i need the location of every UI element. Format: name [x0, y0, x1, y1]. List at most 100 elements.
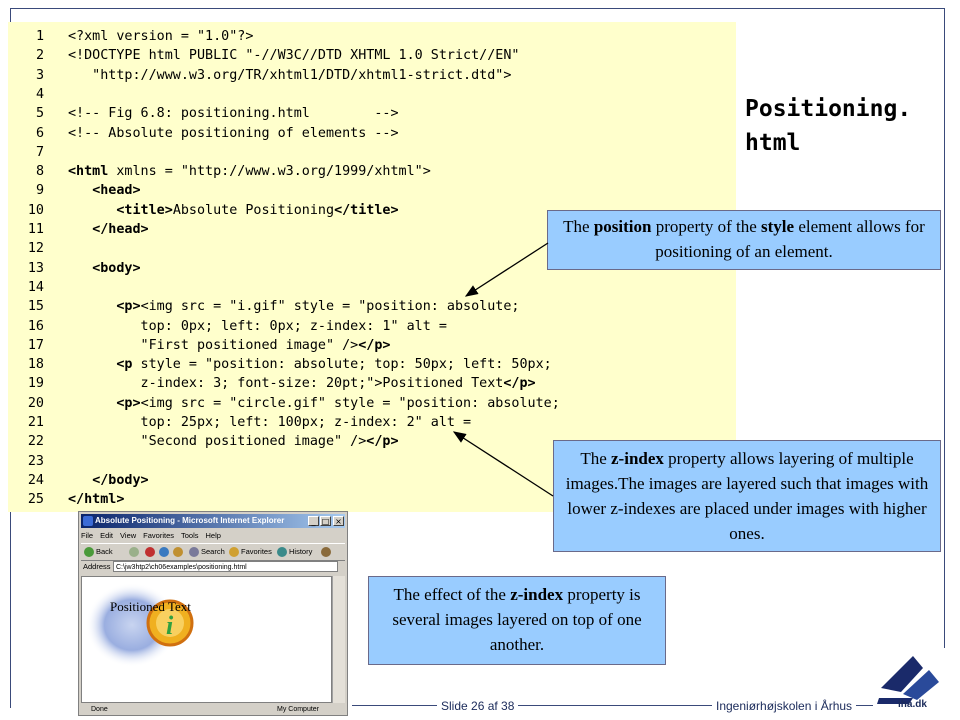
- menu-favorites[interactable]: Favorites: [143, 531, 174, 540]
- line-number: 5: [35, 106, 44, 122]
- home-icon: [173, 547, 183, 558]
- logo-text: iha.dk: [898, 699, 927, 710]
- code-text: <title>Absolute Positioning</title>: [116, 202, 399, 218]
- line-number: 15: [27, 299, 44, 315]
- code-text: <?xml version = "1.0"?>: [68, 29, 254, 44]
- browser-menu-bar: File Edit View Favorites Tools Help: [81, 530, 228, 542]
- mail-icon: [321, 547, 331, 558]
- line-number: 1: [35, 29, 44, 44]
- callout-text: The: [563, 217, 594, 236]
- mail-button[interactable]: [321, 544, 333, 560]
- slide-number: Slide 26 af 38: [437, 698, 519, 714]
- browser-title-bar: Absolute Positioning - Microsoft Interne…: [81, 514, 345, 528]
- refresh-button[interactable]: [159, 544, 171, 560]
- slide-frame-top: [10, 8, 945, 9]
- menu-edit[interactable]: Edit: [100, 531, 114, 540]
- menu-tools[interactable]: Tools: [181, 531, 199, 540]
- code-text: <!DOCTYPE html PUBLIC "-//W3C//DTD XHTML…: [68, 48, 520, 64]
- back-button[interactable]: Back: [84, 544, 113, 560]
- slide-title-line-2: html: [745, 130, 801, 156]
- positioned-text: Positioned Text: [110, 599, 191, 614]
- line-number: 17: [27, 337, 44, 353]
- iha-logo-icon: [873, 648, 945, 714]
- status-done: Done: [91, 706, 108, 713]
- callout-keyword: style: [761, 217, 795, 236]
- callout-keyword: z-index: [611, 449, 664, 468]
- code-text: </head>: [92, 222, 149, 237]
- stop-button[interactable]: [145, 544, 157, 560]
- callout-text: property is several images layered on to…: [392, 585, 642, 654]
- footer-line: [352, 705, 882, 706]
- back-label: Back: [96, 547, 113, 556]
- code-text: "Second positioned image" /></p>: [68, 434, 399, 450]
- i-glyph-icon: i: [166, 611, 174, 640]
- line-number: 11: [27, 222, 44, 237]
- line-number: 21: [27, 415, 44, 430]
- line-number: 18: [27, 357, 44, 373]
- maximize-button[interactable]: □: [320, 516, 331, 526]
- code-text: <p><img src = "circle.gif" style = "posi…: [116, 395, 560, 411]
- favorites-button[interactable]: Favorites: [229, 544, 272, 560]
- menu-view[interactable]: View: [120, 531, 137, 540]
- ie-icon: [83, 516, 93, 526]
- browser-toolbar: Back Search Favorites History: [81, 543, 345, 561]
- browser-window: Absolute Positioning - Microsoft Interne…: [78, 511, 348, 716]
- menu-help[interactable]: Help: [205, 531, 221, 540]
- menu-file[interactable]: File: [81, 531, 94, 540]
- code-text: "http://www.w3.org/TR/xhtml1/DTD/xhtml1-…: [68, 67, 512, 83]
- back-arrow-icon: [84, 547, 94, 558]
- search-icon: [189, 547, 199, 558]
- code-text: <head>: [92, 183, 141, 199]
- forward-button[interactable]: [129, 544, 141, 560]
- line-number: 25: [27, 492, 44, 508]
- vertical-scrollbar[interactable]: [332, 576, 345, 703]
- first-positioned-image: [86, 583, 178, 667]
- home-button[interactable]: [173, 544, 185, 560]
- code-text: z-index: 3; font-size: 20pt;">Positioned…: [68, 376, 536, 392]
- close-button[interactable]: ×: [333, 516, 344, 526]
- history-label: History: [289, 547, 313, 556]
- code-text: </body>: [92, 472, 149, 488]
- callout-z-index-layering: The z-index property allows layering of …: [553, 440, 941, 552]
- line-number: 8: [35, 164, 44, 180]
- line-number: 2: [35, 48, 44, 64]
- callout-keyword: z-index: [510, 585, 564, 604]
- slide-title-line-1: Positioning.: [745, 96, 912, 122]
- address-bar: Address C:\jw3htp2\ch06examples\position…: [81, 560, 345, 574]
- minimize-button[interactable]: _: [308, 516, 319, 526]
- line-number: 24: [27, 472, 44, 488]
- line-number: 22: [27, 434, 44, 450]
- line-number: 6: [35, 125, 44, 141]
- address-label: Address: [83, 562, 111, 571]
- line-number: 12: [27, 241, 44, 257]
- slide-title: Positioning. html: [745, 92, 911, 160]
- history-button[interactable]: History: [277, 544, 312, 560]
- code-text: <html xmlns = "http://www.w3.org/1999/xh…: [68, 164, 431, 180]
- line-number: 7: [35, 144, 44, 160]
- code-text: </html>: [68, 492, 125, 508]
- code-text: <p style = "position: absolute; top: 50p…: [116, 357, 552, 373]
- code-text: <!-- Absolute positioning of elements --…: [68, 125, 399, 141]
- callout-text: property allows layering of multiple ima…: [565, 449, 929, 543]
- line-number: 9: [35, 183, 44, 199]
- status-bar: Done My Computer: [81, 704, 345, 715]
- line-number: 23: [27, 453, 44, 469]
- code-listing: 1 <?xml version = "1.0"?> 2 <!DOCTYPE html …: [8, 22, 736, 512]
- school-name: Ingeniørhøjskolen i Århus: [712, 698, 857, 714]
- stop-icon: [145, 547, 155, 558]
- callout-position-property: The position property of the style eleme…: [547, 210, 941, 270]
- line-number: 4: [35, 86, 44, 102]
- slide-frame-right: [944, 8, 945, 658]
- address-input[interactable]: C:\jw3htp2\ch06examples\positioning.html: [113, 561, 338, 572]
- code-text: <!-- Fig 6.8: positioning.html -->: [68, 106, 399, 122]
- forward-arrow-icon: [129, 547, 139, 558]
- code-text: "First positioned image" /></p>: [68, 337, 391, 353]
- refresh-icon: [159, 547, 169, 558]
- callout-text: The effect of the: [393, 585, 511, 604]
- history-icon: [277, 547, 287, 558]
- callout-text: element allows for positioning of an ele…: [655, 217, 925, 261]
- callout-z-index-effect: The effect of the z-index property is se…: [368, 576, 666, 665]
- callout-text: property of the: [651, 217, 762, 236]
- search-button[interactable]: Search: [189, 544, 225, 560]
- browser-title: Absolute Positioning - Microsoft Interne…: [95, 516, 285, 525]
